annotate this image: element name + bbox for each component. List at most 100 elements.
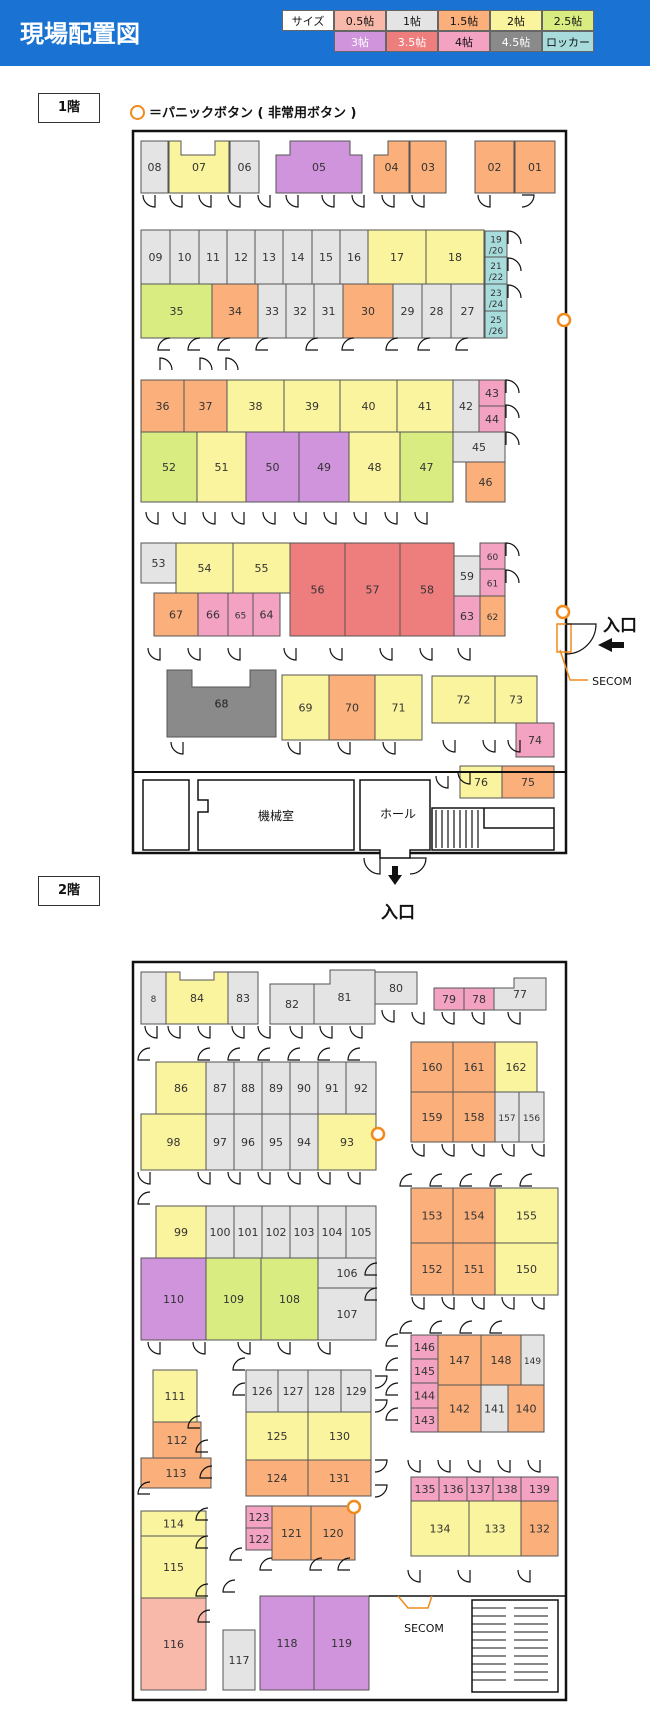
storage-unit[interactable]: 47 xyxy=(399,431,454,503)
storage-unit[interactable]: 84 xyxy=(165,971,229,1025)
panic-button-icon[interactable] xyxy=(346,1499,362,1515)
storage-unit[interactable]: 115 xyxy=(140,1535,207,1599)
storage-unit[interactable]: 112 xyxy=(152,1421,202,1459)
storage-unit[interactable]: 45 xyxy=(452,431,506,463)
storage-unit[interactable]: 122 xyxy=(245,1527,273,1551)
storage-unit[interactable]: 66 xyxy=(197,592,229,637)
storage-unit[interactable]: 147 xyxy=(437,1334,482,1386)
storage-unit[interactable]: 157 xyxy=(494,1091,520,1143)
storage-unit[interactable]: 54 xyxy=(175,542,234,594)
storage-unit[interactable]: 91 xyxy=(317,1061,347,1115)
storage-unit[interactable]: 145 xyxy=(410,1358,439,1384)
storage-unit[interactable]: 14 xyxy=(282,229,313,285)
storage-unit[interactable]: 149 xyxy=(520,1334,545,1386)
storage-unit[interactable]: 93 xyxy=(317,1113,377,1171)
storage-unit[interactable]: 87 xyxy=(205,1061,235,1115)
storage-unit[interactable]: 34 xyxy=(211,283,259,339)
storage-unit[interactable]: 132 xyxy=(520,1500,559,1557)
storage-unit[interactable]: 111 xyxy=(152,1369,198,1423)
storage-unit[interactable]: 55 xyxy=(232,542,291,594)
storage-unit[interactable]: 41 xyxy=(396,379,454,433)
storage-unit[interactable]: 158 xyxy=(452,1091,496,1143)
storage-unit[interactable]: 117 xyxy=(222,1629,256,1691)
storage-unit[interactable]: 127 xyxy=(277,1369,309,1413)
storage-unit[interactable]: 42 xyxy=(452,379,480,433)
storage-unit[interactable]: 63 xyxy=(453,595,481,637)
storage-unit[interactable]: 108 xyxy=(260,1257,319,1341)
storage-unit[interactable]: 37 xyxy=(183,379,228,433)
storage-unit[interactable]: 78 xyxy=(463,987,495,1011)
storage-unit[interactable]: 160 xyxy=(410,1041,454,1093)
panic-button-icon[interactable] xyxy=(370,1126,386,1142)
storage-unit[interactable]: 11 xyxy=(198,229,228,285)
storage-unit[interactable]: 82 xyxy=(269,983,315,1025)
storage-unit[interactable]: 107 xyxy=(317,1287,377,1341)
storage-unit[interactable]: 142 xyxy=(437,1384,482,1433)
storage-unit[interactable]: 71 xyxy=(374,674,423,741)
storage-unit[interactable]: 151 xyxy=(452,1242,496,1296)
storage-unit[interactable]: 73 xyxy=(494,675,538,724)
storage-unit[interactable]: 30 xyxy=(342,283,394,339)
storage-unit[interactable]: 98 xyxy=(140,1113,207,1171)
storage-unit[interactable]: 125 xyxy=(245,1411,309,1461)
storage-unit[interactable]: 56 xyxy=(289,542,346,637)
storage-unit[interactable]: 130 xyxy=(307,1411,372,1461)
storage-unit[interactable]: 46 xyxy=(465,461,506,503)
storage-unit[interactable]: 61 xyxy=(479,568,506,597)
storage-unit[interactable]: 48 xyxy=(348,431,401,503)
storage-unit[interactable]: 10 xyxy=(169,229,200,285)
storage-unit[interactable]: 138 xyxy=(492,1476,522,1502)
storage-unit[interactable]: 96 xyxy=(233,1113,263,1171)
storage-unit[interactable]: 43 xyxy=(478,379,506,407)
storage-unit[interactable]: 133 xyxy=(468,1500,522,1557)
storage-unit[interactable]: 134 xyxy=(410,1500,470,1557)
storage-unit[interactable]: 118 xyxy=(259,1595,315,1691)
storage-unit[interactable]: 114 xyxy=(140,1510,207,1537)
storage-unit[interactable]: 126 xyxy=(245,1369,279,1413)
storage-unit[interactable]: 144 xyxy=(410,1382,439,1409)
storage-unit[interactable]: 18 xyxy=(425,229,485,285)
storage-unit[interactable]: 53 xyxy=(140,542,177,584)
storage-unit[interactable]: 65 xyxy=(227,592,254,637)
storage-unit[interactable]: 80 xyxy=(374,971,418,1005)
storage-unit[interactable]: 02 xyxy=(474,140,515,194)
storage-unit[interactable]: 74 xyxy=(515,722,555,758)
storage-unit[interactable]: 33 xyxy=(257,283,287,339)
storage-unit[interactable]: 70 xyxy=(328,674,376,741)
storage-unit[interactable]: 21/22 xyxy=(484,256,508,285)
storage-unit[interactable]: 28 xyxy=(421,283,452,339)
storage-unit[interactable]: 01 xyxy=(514,140,556,194)
storage-unit[interactable]: 95 xyxy=(261,1113,291,1171)
storage-unit[interactable]: 102 xyxy=(261,1205,291,1259)
storage-unit[interactable]: 17 xyxy=(367,229,427,285)
storage-unit[interactable]: 38 xyxy=(226,379,285,433)
storage-unit[interactable]: 152 xyxy=(410,1242,454,1296)
storage-unit[interactable]: 35 xyxy=(140,283,213,339)
storage-unit[interactable]: 44 xyxy=(478,405,506,433)
storage-unit[interactable]: 13 xyxy=(254,229,284,285)
storage-unit[interactable]: 137 xyxy=(466,1476,494,1502)
storage-unit[interactable]: 06 xyxy=(229,140,260,194)
storage-unit[interactable]: 105 xyxy=(345,1205,377,1259)
storage-unit[interactable]: 59 xyxy=(453,555,481,597)
storage-unit[interactable]: 120 xyxy=(310,1505,356,1561)
storage-unit[interactable]: 79 xyxy=(433,987,465,1011)
storage-unit[interactable]: 153 xyxy=(410,1187,454,1244)
storage-unit[interactable]: 64 xyxy=(252,592,281,637)
storage-unit[interactable]: 15 xyxy=(311,229,341,285)
panic-button-icon[interactable] xyxy=(555,604,571,620)
storage-unit[interactable]: 58 xyxy=(399,542,455,637)
storage-unit[interactable]: 83 xyxy=(227,971,259,1025)
storage-unit[interactable]: 75 xyxy=(501,765,555,799)
storage-unit[interactable]: 99 xyxy=(155,1205,207,1259)
storage-unit[interactable]: 123 xyxy=(245,1505,273,1529)
storage-unit[interactable]: 146 xyxy=(410,1334,439,1360)
storage-unit[interactable]: 31 xyxy=(313,283,344,339)
storage-unit[interactable]: 29 xyxy=(392,283,423,339)
storage-unit[interactable]: 155 xyxy=(494,1187,559,1244)
storage-unit[interactable]: 86 xyxy=(155,1061,207,1115)
storage-unit[interactable]: 50 xyxy=(245,431,300,503)
storage-unit[interactable]: 60 xyxy=(479,542,506,570)
storage-unit[interactable]: 8 xyxy=(140,971,167,1025)
storage-unit[interactable]: 05 xyxy=(275,140,363,194)
